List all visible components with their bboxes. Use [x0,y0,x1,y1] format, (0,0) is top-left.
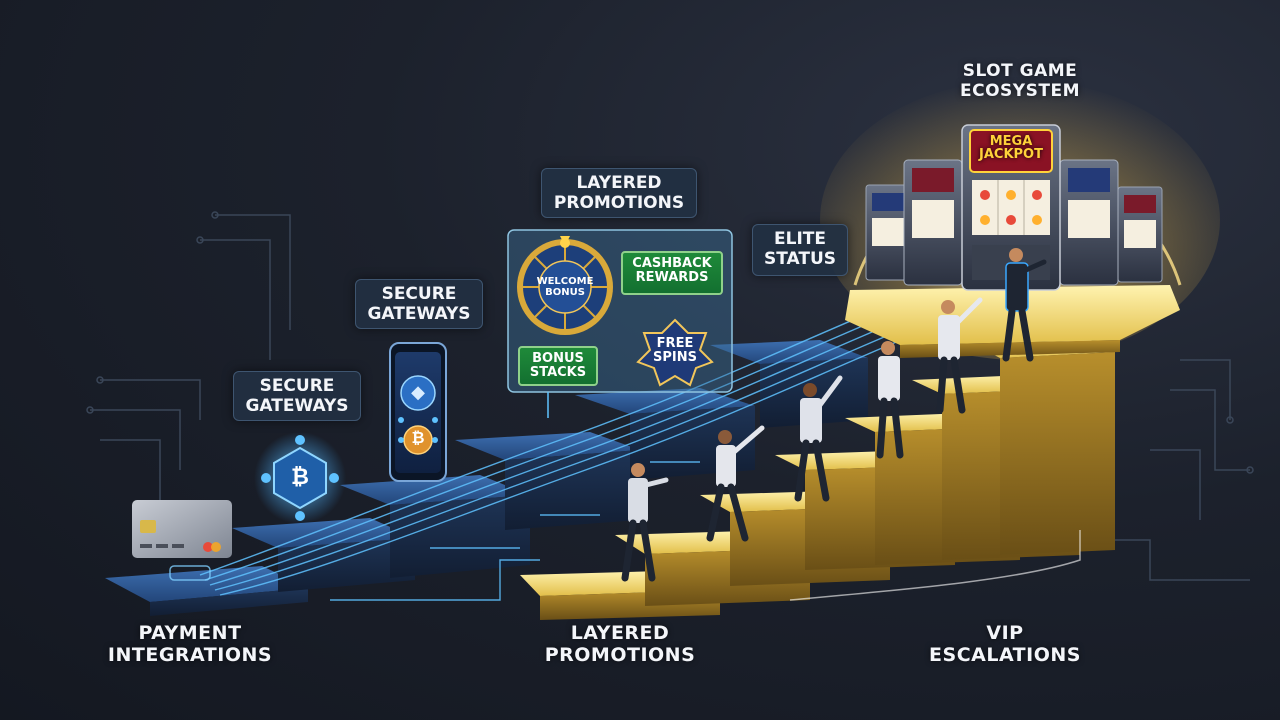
free-spins-line1: FREE [656,336,694,351]
bonus-stacks-badge: BONUS STACKS [518,346,598,386]
secure-gateways-1-line2: GATEWAYS [367,303,471,324]
credit-card-icon [132,500,232,558]
bonus-stacks-line2: STACKS [529,365,587,381]
layered-promotions-bottom-label: LAYERED PROMOTIONS [530,622,710,667]
payment-platforms [105,340,868,616]
slot-game-ecosystem-line2: ECOSYSTEM [960,80,1080,101]
free-spins-text: FREE SPINS [645,337,705,364]
mega-jackpot-line2: JACKPOT [979,147,1043,162]
secure-gateways-label-2: SECURE GATEWAYS [233,371,361,421]
vip-escalations-line2: ESCALATIONS [929,643,1081,666]
secure-gateways-label-1: SECURE GATEWAYS [355,279,483,329]
welcome-bonus-line1: WELCOME [536,276,594,287]
welcome-bonus-line2: BONUS [545,286,585,298]
free-spins-line2: SPINS [653,349,697,365]
secure-gateways-1-line1: SECURE [381,284,457,304]
secure-gateways-2-line2: GATEWAYS [245,395,349,416]
cashback-rewards-badge: CASHBACK REWARDS [621,251,723,295]
welcome-bonus-text: WELCOME BONUS [530,276,600,298]
slot-game-ecosystem-label: SLOT GAME ECOSYSTEM [920,61,1120,101]
elite-status-label: ELITE STATUS [752,224,848,276]
data-streams [199,299,921,601]
layered-promotions-bottom-line1: LAYERED [570,622,670,644]
layered-promotions-top-label: LAYERED PROMOTIONS [541,168,697,218]
payment-integrations-line1: PAYMENT [138,622,242,644]
cashback-rewards-line2: REWARDS [635,270,709,286]
bonus-stacks-line1: BONUS [532,351,584,366]
phone-bitcoin-icon: ₿ [411,428,425,447]
slot-machines-graphic [865,124,1163,291]
ethereum-icon: ◆ [411,382,425,403]
secure-gateways-2-line1: SECURE [259,376,335,396]
layered-promotions-bottom-line2: PROMOTIONS [544,643,696,666]
mega-jackpot-text: MEGA JACKPOT [970,135,1052,161]
elite-status-line2: STATUS [763,248,836,269]
cashback-rewards-line1: CASHBACK [632,256,712,271]
payment-integrations-line2: INTEGRATIONS [107,643,273,666]
layered-promotions-top-line1: LAYERED [576,173,662,193]
circuit-lines-left [86,211,291,500]
vip-line [789,530,1081,601]
mega-jackpot-line1: MEGA [989,134,1033,149]
elite-status-line1: ELITE [774,229,826,249]
payment-integrations-label: PAYMENT INTEGRATIONS [100,622,280,667]
slot-game-ecosystem-line1: SLOT GAME [962,61,1078,81]
vip-escalations-label: VIP ESCALATIONS [915,622,1095,667]
phone-graphic [389,342,447,482]
bitcoin-icon: ₿ [291,465,309,490]
vip-escalations-line1: VIP [986,622,1024,644]
layered-promotions-top-line2: PROMOTIONS [553,192,685,213]
bitcoin-node-graphic [254,432,346,524]
people-graphic [621,248,1047,582]
